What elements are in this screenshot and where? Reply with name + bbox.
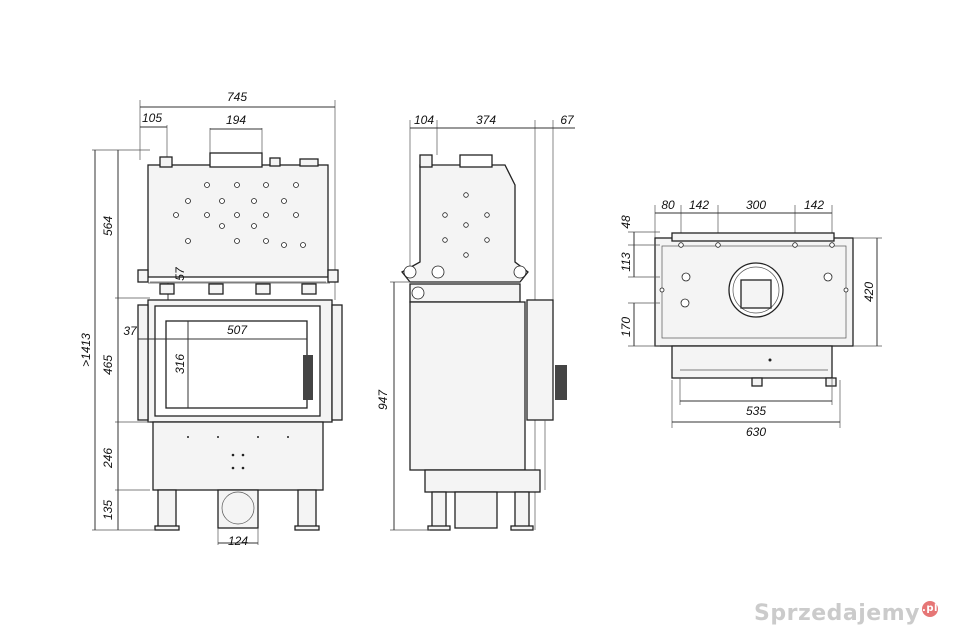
dim-leg-height: 135	[101, 500, 115, 520]
dim-170: 170	[619, 317, 633, 337]
side-handle	[555, 365, 567, 400]
dim-flue-width: 194	[226, 113, 246, 127]
watermark-text: Sprzedajemy	[754, 601, 920, 626]
dim-handle-depth: 67	[560, 113, 575, 127]
dim-535: 535	[746, 404, 766, 418]
dim-300: 300	[746, 198, 766, 212]
dim-80: 80	[661, 198, 675, 212]
leg-left	[157, 489, 177, 529]
dim-left-offset: 105	[142, 111, 162, 125]
dim-142-left: 142	[689, 198, 709, 212]
side-holes	[442, 192, 490, 258]
dim-glass-offset: 37	[123, 324, 138, 338]
upper-box-holes	[173, 182, 306, 248]
dim-overall-width: 745	[227, 90, 247, 104]
side-door-profile	[526, 299, 554, 421]
front-view: 745 105 194 57	[79, 90, 343, 548]
dim-630: 630	[746, 425, 766, 439]
dim-top-section: 564	[101, 216, 115, 236]
dim-glass-height: 316	[173, 354, 187, 374]
clamps	[159, 283, 317, 295]
dim-front-depth: 104	[414, 113, 434, 127]
lower-section	[152, 421, 324, 491]
flue-collar	[209, 152, 263, 168]
dim-glass-width: 507	[227, 323, 248, 337]
top-view: 80 142 300 142	[619, 198, 882, 439]
side-view: 104 374 67	[376, 113, 575, 531]
dim-body-depth: 374	[476, 113, 496, 127]
dim-total-height: >1413	[79, 333, 93, 367]
dim-48: 48	[619, 215, 633, 229]
top-front-bar	[671, 345, 833, 379]
air-inlet	[217, 489, 259, 529]
upper-box	[147, 164, 329, 278]
watermark-badge: .pl	[922, 601, 938, 617]
top-holes	[659, 242, 849, 308]
door-handle	[303, 355, 313, 400]
side-main-body	[409, 301, 526, 471]
dim-door-height: 465	[101, 355, 115, 375]
glass	[165, 320, 308, 409]
dim-side-height: 947	[376, 389, 390, 410]
dim-top-gap: 57	[173, 266, 187, 281]
dim-142-right: 142	[804, 198, 824, 212]
dim-113: 113	[619, 252, 633, 271]
leg-right	[297, 489, 317, 529]
watermark-logo: Sprzedajemy.pl	[754, 601, 938, 626]
dim-420: 420	[862, 282, 876, 302]
dim-air-inlet: 124	[228, 534, 248, 548]
dim-lower-height: 246	[101, 448, 115, 469]
